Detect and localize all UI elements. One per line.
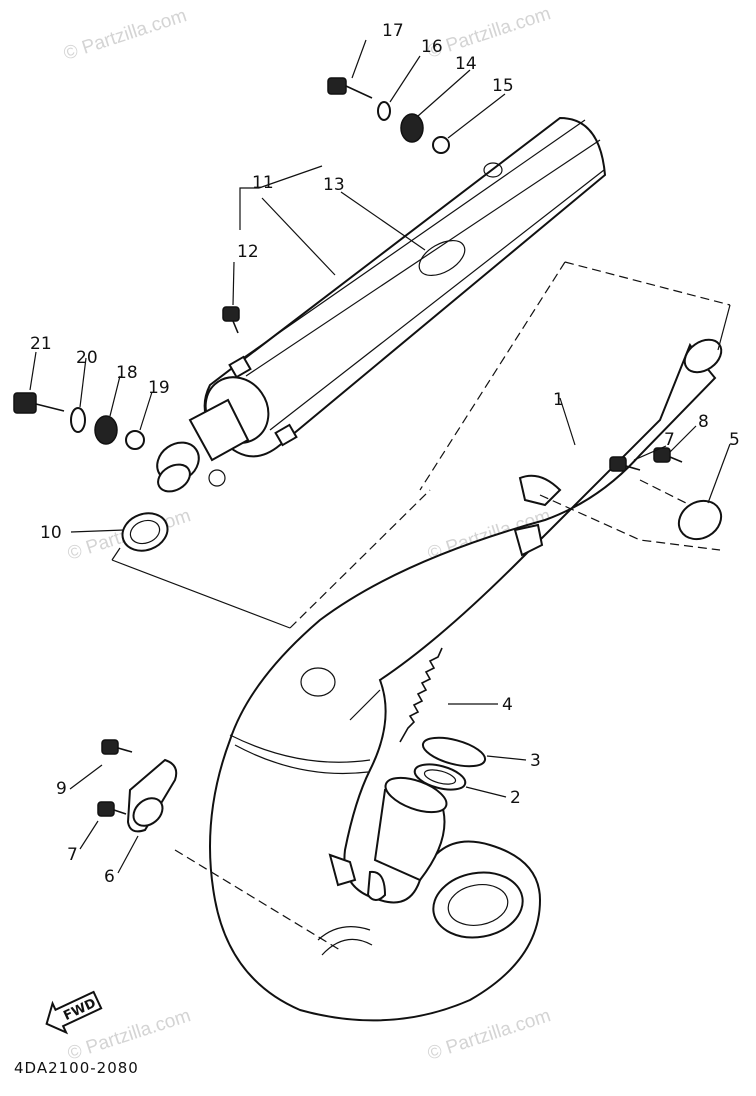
watermark: © Partzilla.com <box>425 3 553 63</box>
callout-15: 15 <box>492 76 514 96</box>
silencer <box>156 116 607 493</box>
callout-18: 18 <box>116 363 138 383</box>
callouts: 17 16 14 15 11 13 12 21 20 18 19 10 1 7 … <box>30 21 740 887</box>
callout-17: 17 <box>382 21 404 41</box>
callout-7: 7 <box>67 845 78 865</box>
callout-16: 16 <box>421 37 443 57</box>
callout-3: 3 <box>530 751 541 771</box>
callout-7: 7 <box>664 430 675 450</box>
callout-14: 14 <box>455 54 477 74</box>
callout-2: 2 <box>510 788 521 808</box>
callout-20: 20 <box>76 348 98 368</box>
callout-10: 10 <box>40 523 62 543</box>
callout-21: 21 <box>30 334 52 354</box>
leader-lines <box>29 39 731 951</box>
callout-4: 4 <box>502 695 513 715</box>
callout-1: 1 <box>553 390 564 410</box>
callout-5: 5 <box>729 430 740 450</box>
callout-19: 19 <box>148 378 170 398</box>
callout-13: 13 <box>323 175 345 195</box>
callout-12: 12 <box>237 242 259 262</box>
hardware-parts <box>13 77 723 833</box>
watermark: © Partzilla.com <box>61 5 189 65</box>
callout-9: 9 <box>56 779 67 799</box>
callout-6: 6 <box>104 867 115 887</box>
diagram-code: 4DA2100-2080 <box>14 1059 139 1077</box>
callout-11: 11 <box>252 173 274 193</box>
exhaust-pipe <box>209 338 723 1022</box>
callout-8: 8 <box>698 412 709 432</box>
watermark: © Partzilla.com <box>425 1005 553 1065</box>
fwd-arrow: FWD <box>45 990 103 1035</box>
